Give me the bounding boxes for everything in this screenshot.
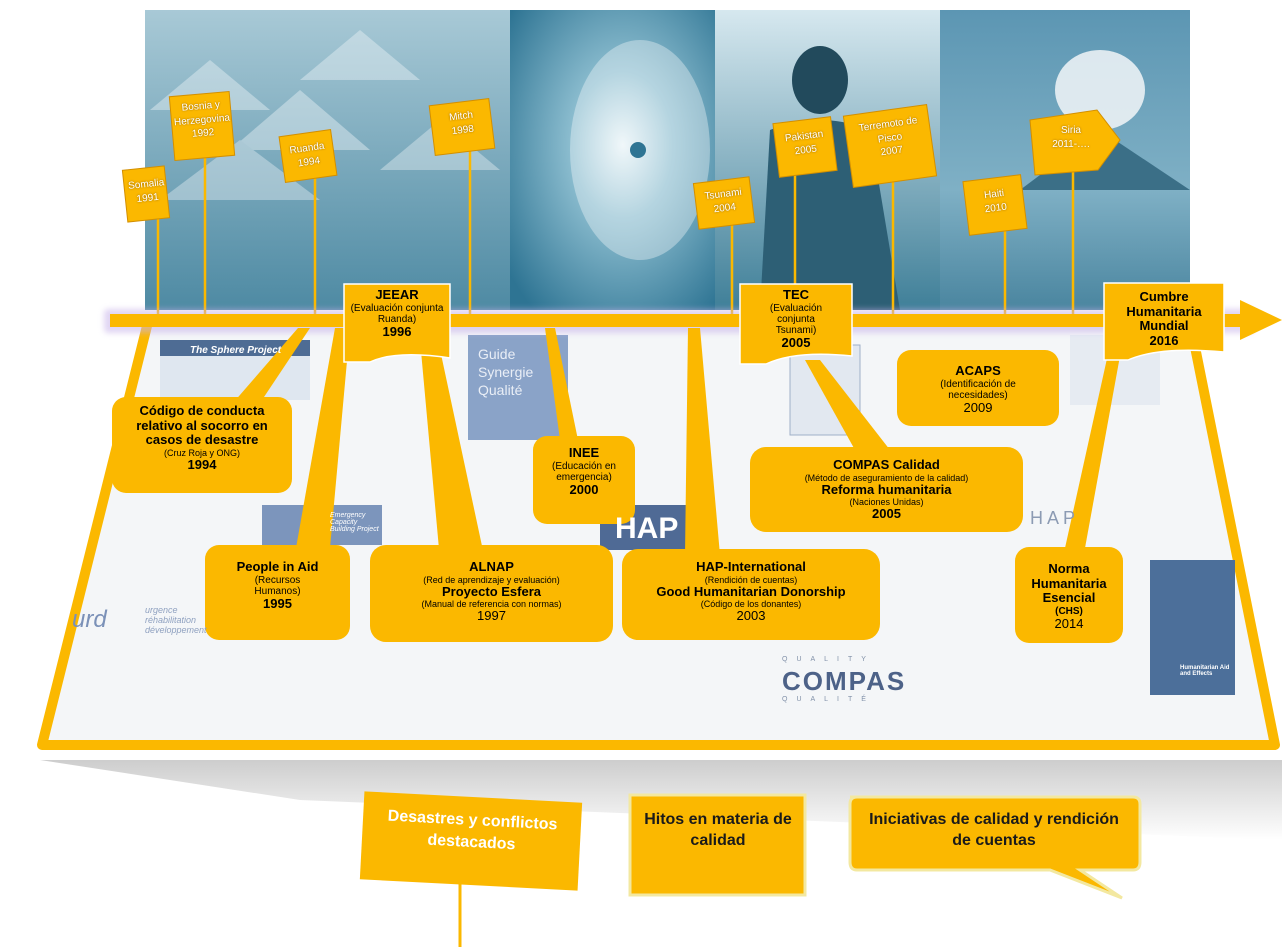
- disaster-flag-shapes: [121, 90, 1121, 236]
- timeline-bar: [110, 314, 1250, 327]
- bg-urd: urd: [72, 606, 107, 633]
- initiative-year: 2000: [569, 481, 599, 497]
- soldier-head: [792, 46, 848, 114]
- milestone-shapes: [343, 282, 1225, 365]
- initiative-desc-2: (Código de los donantes): [700, 599, 802, 610]
- bg-compas: COMPAS: [782, 666, 907, 696]
- bg-report: Humanitarian Aid and Effects: [1180, 665, 1230, 677]
- bg-ecb: Emergency Capacity Building Project: [330, 512, 379, 533]
- doc-sphere-band: [160, 340, 310, 356]
- milestone-title: JEEAR: [375, 287, 419, 302]
- initiative-shapes: [112, 350, 1123, 643]
- milestone-title: Cumbre Humanitaria Mundial: [1126, 289, 1202, 334]
- initiative-year: 2005: [872, 506, 901, 522]
- initiative-title-2: Reforma humanitaria: [821, 481, 952, 497]
- initiative-desc: (Método de aseguramiento de la calidad): [804, 472, 969, 483]
- milestone-year: 1996: [382, 323, 412, 339]
- milestone-cumbre: Cumbre Humanitaria Mundial 2016: [1104, 289, 1224, 348]
- milestone-tec: TEC (Evaluación conjunta Tsunami) 2005: [740, 287, 852, 351]
- hurricane-eye: [630, 142, 646, 158]
- bg-compas-top: QUALITY: [782, 656, 875, 663]
- bg-hap: HAP: [615, 512, 679, 545]
- disaster-flag: Siria 2011-….: [1036, 124, 1106, 151]
- initiative-desc: (Rendición de cuentas): [704, 574, 798, 585]
- initiative-year: 1994: [187, 456, 217, 472]
- initiative-title: People in Aid: [236, 559, 319, 574]
- legend-milestones: Hitos en materia de calidad: [644, 811, 792, 849]
- initiative-title: COMPAS Calidad: [833, 457, 940, 472]
- bg-urd-sub: urgence réhabilitation développement: [145, 605, 207, 635]
- initiative-desc: (Identificación de necesidades): [940, 378, 1016, 401]
- initiative-desc-2: (Manual de referencia con normas): [421, 599, 562, 610]
- initiative-people: People in Aid (Recursos Humanos) 1995: [205, 559, 350, 611]
- initiative-title: INEE: [568, 445, 600, 460]
- initiative-title: Norma Humanitaria Esencial: [1031, 561, 1107, 606]
- legend-disaster-shape: [359, 791, 583, 891]
- initiative-year: 1995: [263, 595, 292, 611]
- initiative-desc-2: (Naciones Unidas): [849, 497, 924, 508]
- initiative-acaps: ACAPS (Identificación de necesidades) 20…: [897, 363, 1059, 415]
- doc-report: [1150, 560, 1235, 695]
- bg-hap-right: HAP: [1030, 508, 1080, 528]
- initiative-desc: (Cruz Roja y ONG): [163, 447, 240, 458]
- initiative-year: 2014: [1054, 615, 1084, 631]
- bg-sphere: The Sphere Project: [190, 345, 282, 356]
- initiative-desc: (Red de aprendizaje y evaluación): [423, 574, 560, 585]
- initiative-inee: INEE (Educación en emergencia) 2000: [533, 445, 635, 497]
- disaster-year: 2011-….: [1052, 138, 1090, 150]
- initiative-title-2: Proyecto Esfera: [442, 583, 541, 599]
- disaster-name: Bosnia y Herzegovina: [173, 99, 231, 128]
- initiative-desc: (Recursos Humanos): [254, 574, 301, 597]
- milestone-year: 2016: [1149, 332, 1179, 348]
- initiative-hap: HAP-International (Rendición de cuentas)…: [622, 559, 880, 624]
- milestone-desc: (Evaluación conjunta Tsunami): [769, 302, 823, 336]
- milestone-title: TEC: [783, 287, 809, 302]
- bg-compas-bottom: QUALITÉ: [782, 696, 875, 703]
- timeline-arrowhead: [1240, 300, 1282, 340]
- bg-guide: Guide Synergie Qualité: [478, 346, 534, 399]
- milestone-desc: (Evaluación conjunta Ruanda): [350, 302, 444, 325]
- initiative-title-2: Good Humanitarian Donorship: [656, 583, 846, 599]
- initiative-title: ALNAP: [469, 559, 514, 574]
- initiative-title: Código de conducta relativo al socorro e…: [136, 403, 268, 448]
- callout-wedges: [220, 328, 1122, 560]
- disaster-name: Siria: [1060, 125, 1081, 136]
- initiative-year: 2003: [736, 608, 766, 624]
- initiative-chs: Norma Humanitaria Esencial (CHS) 2014: [1015, 561, 1123, 631]
- initiative-year: 2009: [963, 399, 993, 415]
- initiative-desc: (CHS): [1055, 605, 1083, 617]
- initiative-alnap: ALNAP (Red de aprendizaje y evaluación) …: [370, 559, 613, 624]
- initiative-desc: (Educación en emergencia): [552, 460, 616, 483]
- initiative-title: HAP-International: [696, 559, 806, 574]
- milestone-jeear: JEEAR (Evaluación conjunta Ruanda) 1996: [344, 287, 450, 339]
- volcano-plume: [1055, 50, 1145, 130]
- initiative-year: 1997: [477, 608, 506, 624]
- initiative-compas: COMPAS Calidad (Método de aseguramiento …: [750, 457, 1023, 522]
- milestone-year: 2005: [781, 335, 811, 351]
- initiative-codigo: Código de conducta relativo al socorro e…: [112, 403, 292, 472]
- photo-hurricane: [510, 10, 715, 310]
- legend-initiatives: Iniciativas de calidad y rendición de cu…: [869, 811, 1119, 849]
- initiative-title: ACAPS: [955, 363, 1001, 378]
- legend-initiative-shape: [848, 795, 1142, 900]
- legend-milestone-shape: [628, 793, 807, 897]
